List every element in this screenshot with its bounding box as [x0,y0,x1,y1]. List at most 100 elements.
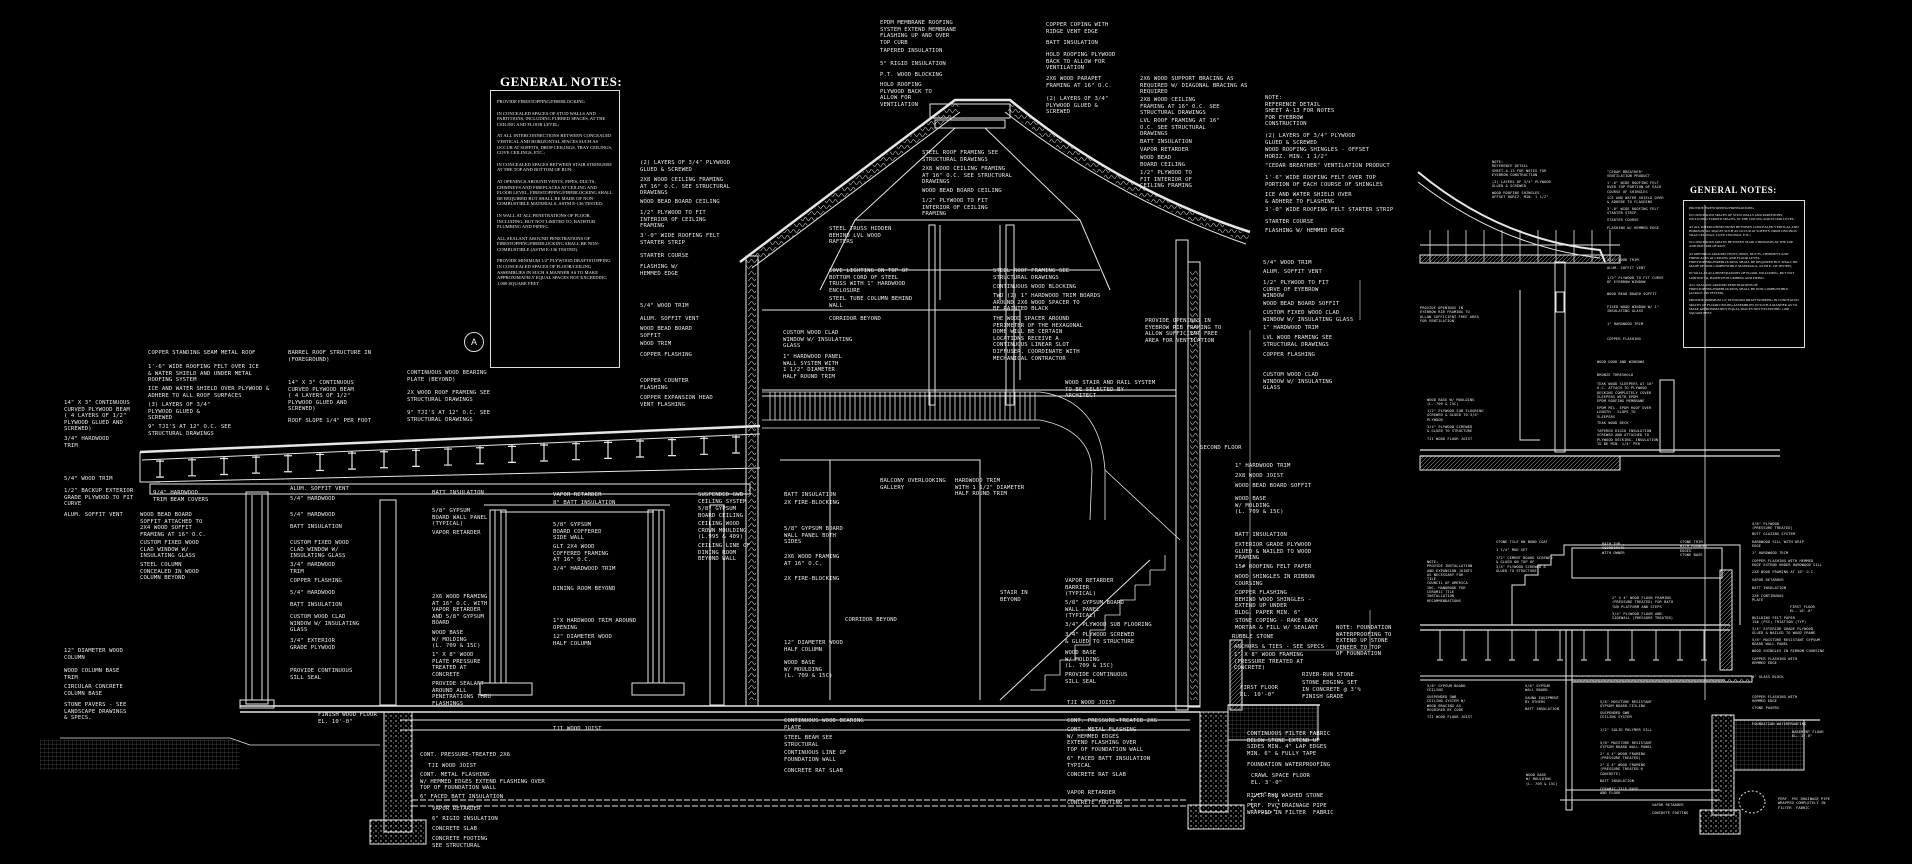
callout-label: (2) LAYERS OF 3/4" PLYWOOD GLUED & SCREW… [1265,133,1356,146]
callout-label: 12" DIAMETER WOOD HALF COLUMN [784,640,843,653]
callout-label: VAPOR RETARDER [1752,578,1784,582]
callout-label: 3/4" HARDWOOD TRIM [64,436,110,449]
callout-label: PROVIDE CONTINUOUS SILL SEAL [1065,672,1128,685]
callout-label: STARTER COURSE [1265,219,1314,225]
callout-label: VAPOR RETARDER [432,806,481,812]
callout-label: WOOD BEAD BOARD CEILING [922,188,1002,194]
general-note-item: PROVIDE FIRESTOPPING/FIREBLOCKING [1689,206,1754,210]
callout-label: BATH TUB - COORDINATE WITH OWNER [1602,542,1625,555]
callout-label: 3'-0" WIDE ROOFING FELT STARTER STRIP [1265,207,1394,213]
callout-label: CONCRETE RAT SLAB [784,768,843,774]
callout-label: 1" HARDWOOD TRIM [1263,325,1319,331]
callout-label: STEEL COLUMN CONCEALED IN WOOD COLUMN BE… [140,562,199,582]
callout-label: 2X6 WOOD SUPPORT BRACING AS REQUIRED W/ … [1140,76,1248,96]
callout-label: 15# ROOFING FELT PAPER [1235,564,1312,570]
callout-label: STONE TILE ON BOND COAT [1496,540,1549,544]
callout-label: 5/8" MOISTURE RESISTANT GYPSUM BOARD WAL… [1600,741,1653,750]
callout-label: 6" FACED BATT INSULATION [420,794,504,800]
callout-label: FOUNDATION WATERPROOFING [1247,762,1331,768]
callout-label: STEEL TRUSS HIDDEN BEHIND LVL WOOD RAFTE… [829,226,892,246]
callout-label: CORRIDOR BEYOND [845,617,898,623]
callout-label: TAPERED INSULATION [880,48,943,54]
callout-label: 8" BATT INSULATION [553,500,616,506]
general-note-item: AT OPENINGS AROUND VENTS, PIPES, DUCTS, … [497,178,613,207]
callout-label: STAIR IN BEYOND [1000,590,1028,603]
callout-label: 1" HARDWOOD TRIM [1235,463,1291,469]
callout-label: PROVIDE CONTINUOUS SILL SEAL [290,668,353,681]
floor-and-ground [40,639,1320,845]
callout-label: COPPER EXPANSION HEAD VENT FLASHING [640,395,713,408]
callout-label: COPPER FLASHING BEHIND WOOD SHINGLES - E… [1235,590,1312,616]
callout-label: COPPER COUNTER FLASHING [640,378,689,391]
callout-label: ANCHORS & TIES - SEE SPECS [1234,644,1325,650]
callout-label: 1'-6" WIDE ROOFING FELT OVER TOP PORTION… [1265,175,1383,188]
callout-label: HARDWOOD SILL WITH DRIP EDGE [1752,540,1805,549]
callout-label: WOOD ROOFING SHINGLES - OFFSET HORIZ. MI… [1265,147,1370,160]
callout-label: CEILING LINE OF DINING ROOM BEYOND WALL [698,543,751,563]
callout-label: FLASHING W/ HEMMED EDGE [1607,226,1660,230]
main-gable-roof [739,98,1251,406]
callout-label: FINISH WOOD FLOOR EL. 10'-0" [318,712,377,725]
callout-label: 2X WOOD ROOF FRAMING SEE STRUCTURAL DRAW… [407,390,491,403]
callout-label: SUSPENDED GWB CEILING SYSTEM [1600,711,1632,720]
callout-label: 1/2" PLYWOOD TO FIT INTERIOR OF CEILING … [922,198,988,218]
callout-label: TJI WOOD JOIST [1067,700,1116,706]
callout-label: COVE LIGHTING ON TOP OF BOTTOM CORD OF S… [829,268,909,294]
general-note-item: IN CONCEALED SPACES OF STUD WALLS AND PA… [497,110,606,127]
callout-label: BALCONY OVERLOOKING GALLERY [880,478,946,491]
callout-label: 5/8" GYPSUM BOARD WALL PANEL (TYPICAL) [432,508,488,528]
callout-label: VAPOR RETARDER [1067,790,1116,796]
callout-label: CONTINUOUS WOOD BEARING PLATE [784,718,864,731]
callout-label: BUTT GLAZING SYSTEM [1752,532,1796,536]
callout-label: 12" DIAMETER WOOD COLUMN [64,648,123,661]
callout-label: 14" X 3" CONTINUOUS CURVED PLYWOOD BEAM … [64,400,130,433]
callout-label: LVL WOOD FRAMING SEE STRUCTURAL DRAWINGS [1263,335,1333,348]
section-marker-a: A [464,332,484,352]
callout-label: 2X8 WOOD FRAMING AT 16" O.C. [1752,570,1816,574]
callout-label: CONCRETE FOOTING SEE STRUCTURAL [432,836,488,849]
callout-label: WOOD SHINGLES IN RIBBON COURSING [1235,574,1315,587]
callout-label: STONE EDGING SET IN CONCRETE @ 3'% [1302,680,1361,693]
callout-label: BATT INSULATION [784,492,837,498]
callout-label: WOOD BEAD BOARD SOFFIT [640,326,693,339]
callout-label: 2X6 WOOD FRAMING AT 16" O.C. [784,554,840,567]
callout-label: 5/8" GYPSUM BOARD WALL PANEL BOTH SIDES [784,526,843,546]
callout-label: 5/8" GYPSUM BOARD COFFERED SIDE WALL [553,522,602,542]
callout-label: STONE COPING - RAKE BACK MORTAR & FILL W… [1235,618,1319,631]
callout-label: 5/4" WOOD TRIM [640,303,689,309]
callout-label: 2" x 4" WOOD FLOOR FRAMING (PRESSURE TRE… [1612,596,1674,609]
callout-label: 1/2" PLYWOOD SUB FLOORING SCREWED & GLUE… [1427,409,1484,422]
stair-profile [999,469,1181,701]
callout-label: 5/4" HARDWOOD [290,590,336,596]
callout-label: 1/2" PLYWOOD TO FIT CURVE OF EYEBROW WIN… [1263,280,1329,300]
callout-label: GLT 2X4 WOOD COFFERED FRAMING AT 16" O.C… [553,544,609,564]
callout-label: 2X6 CONTINUOUS PLATE [1752,594,1784,603]
callout-label: CONT. METAL FLASHING W/ HEMMED EDGES EXT… [420,772,545,792]
callout-label: 1"X HARDWOOD TRIM AROUND OPENING [553,618,637,631]
callout-label: CONTINUOUS FILTER FABRIC BELOW STONE EXT… [1247,731,1331,757]
callout-label: DINING ROOM BEYOND [553,586,616,592]
general-note-item: PROVIDE FIRESTOPPING/FIREBLOCKING [497,99,585,104]
callout-label: 1/2" PLYWOOD TO FIT INTERIOR OF CEILING … [1140,170,1193,190]
callout-label: 2" x 4" WOOD FRAMING (PRESSURE TREATED) [1600,752,1646,761]
callout-label: CONTINUOUS WOOD BEARING PLATE (BEYOND) [407,370,487,383]
callout-label: 5/8" GYPSUM BOARD CEILING [698,506,744,519]
callout-label: 3/4" PLYWOOD SUB FLOORING [1065,622,1152,628]
callout-label: ICE AND WATER SHIELD OVER & ADHERE TO FL… [1265,192,1352,205]
callout-label: 6" FACED BATT INSULATION TYPICAL [1067,756,1151,769]
callout-label: BATT INSULATION [290,602,343,608]
general-note-item: ALL SEALANT AROUND PENETRATIONS OF FIRES… [497,235,600,252]
callout-label: SUSPENDED GWB CEILING SYSTEM [698,492,747,505]
callout-label: 2X8 WOOD JOIST [1235,473,1284,479]
callout-label: 3/4" HARDWOOD TRIM [553,566,616,572]
callout-label: WOOD BEAD BOARD CEILING [640,199,720,205]
callout-label: "CEDAR BREATHER" VENTILATION PRODUCT [1607,170,1651,179]
general-note-item: IN WALL AT ALL PENETRATIONS OF FLOOR, IN… [497,212,596,230]
callout-label: CUSTOM WOOD CLAD WINDOW W/ INSULATING GL… [290,614,360,634]
callout-label: CONT. PRESSURE-TREATED 2X6 [1067,718,1158,724]
callout-label: RIVER-RUN STONE [1302,672,1355,678]
callout-label: (3) LAYERS OF 3/4" PLYWOOD GLUED & SCREW… [148,402,211,422]
callout-label: BATT INSULATION [290,524,343,530]
general-note-item: IN WALL AT ALL PENETRATIONS OF FLOOR, IN… [1689,271,1795,280]
